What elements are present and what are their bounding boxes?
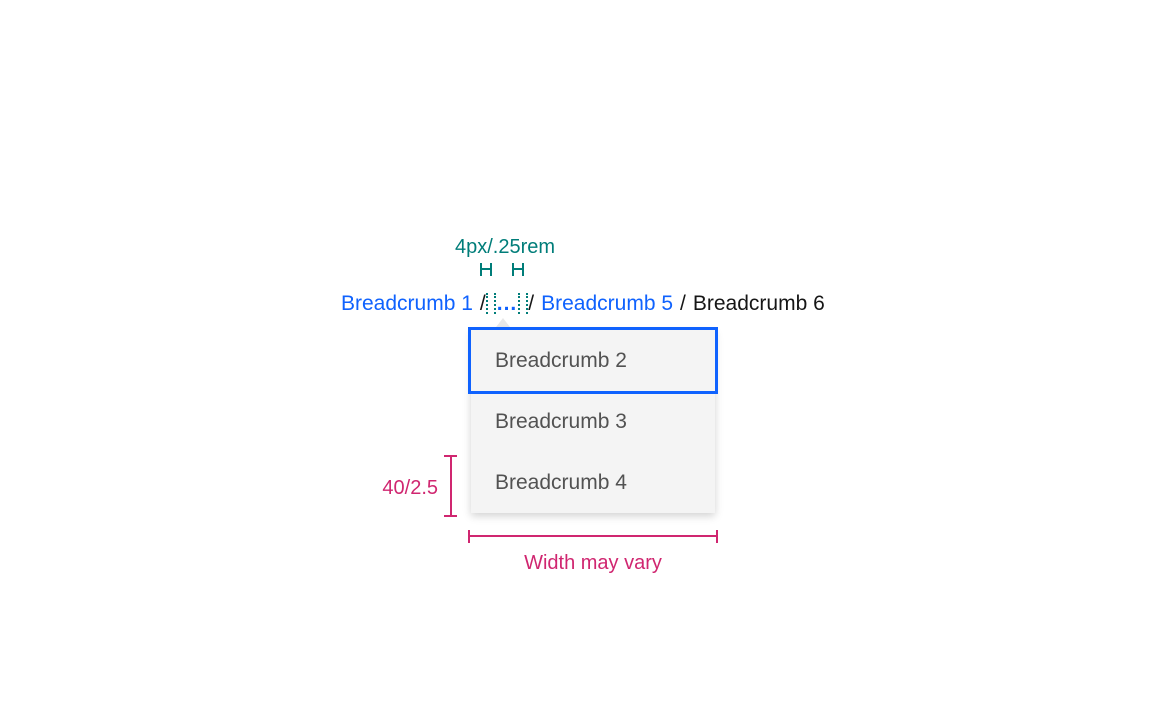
breadcrumb-overflow-button[interactable]: ... xyxy=(496,292,518,315)
menu-caret-icon xyxy=(493,318,513,331)
breadcrumb-overflow-menu: Breadcrumb 2 Breadcrumb 3 Breadcrumb 4 xyxy=(468,327,718,513)
menu-item-breadcrumb-3[interactable]: Breadcrumb 3 xyxy=(495,410,627,433)
right-gap-measure-icon xyxy=(512,263,524,276)
vertical-measure-bracket xyxy=(444,455,457,517)
breadcrumb-link-5[interactable]: Breadcrumb 5 xyxy=(541,292,674,315)
breadcrumb-separator: / xyxy=(479,292,486,315)
breadcrumb-separator: / xyxy=(680,292,686,315)
breadcrumb: Breadcrumb 1 / ... / Breadcrumb 5 / Brea… xyxy=(341,292,825,315)
breadcrumb-current-page: Breadcrumb 6 xyxy=(692,292,825,315)
breadcrumb-separator: / xyxy=(528,292,535,315)
menu-item-breadcrumb-4[interactable]: Breadcrumb 4 xyxy=(495,471,627,494)
breadcrumb-link-1[interactable]: Breadcrumb 1 xyxy=(341,292,473,315)
item-height-annotation: 40/2.5 xyxy=(382,477,438,499)
left-gap-measure-icon xyxy=(480,263,492,276)
gap-size-annotation: 4px/.25rem xyxy=(454,236,556,258)
menu-item-breadcrumb-2[interactable]: Breadcrumb 2 xyxy=(468,327,718,394)
gap-highlight-left xyxy=(485,293,496,314)
width-annotation: Width may vary xyxy=(524,552,662,574)
horizontal-measure-bracket xyxy=(468,530,718,543)
gap-highlight-right xyxy=(518,293,529,314)
